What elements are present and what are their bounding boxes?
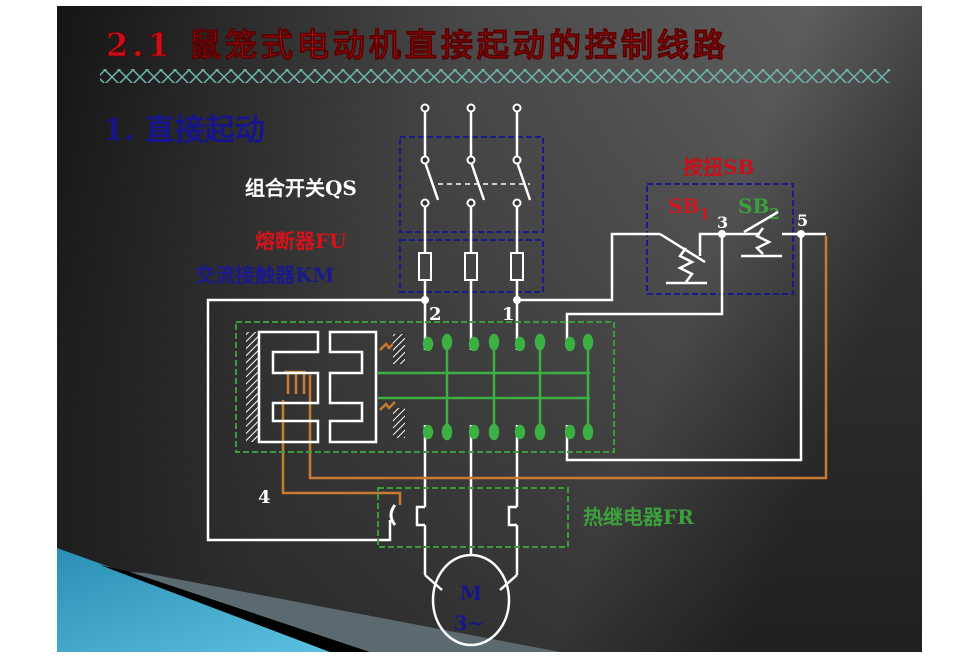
motor-label-phase: 3~ <box>454 611 485 635</box>
terminal-circles <box>420 103 522 208</box>
node-label-5: 5 <box>797 211 808 230</box>
node-label-1: 1 <box>502 304 515 325</box>
fr-relay-box <box>377 487 569 548</box>
node-label-2: 2 <box>429 304 442 325</box>
label-fr: 热继电器FR <box>583 505 694 529</box>
section-heading: 1. 直接起动 <box>103 113 265 148</box>
decorative-swoosh <box>57 548 560 652</box>
orange-wiring <box>281 236 828 505</box>
motor: M 3~ <box>431 553 511 647</box>
label-sb1: SB1 <box>668 194 710 223</box>
node-label-4: 4 <box>258 487 271 508</box>
km-contactor-box <box>235 321 615 453</box>
km-contacts <box>378 333 594 441</box>
label-sb: 按扭SB <box>683 155 754 179</box>
label-km: 交流接触器KM <box>195 263 335 287</box>
label-fu: 熔断器FU <box>255 229 347 253</box>
control-wiring <box>206 210 826 542</box>
decorative-chain-divider <box>100 69 890 83</box>
slide-title: 2.1 鼠笼式电动机直接起动的控制线路 <box>106 26 729 64</box>
sb-button-box <box>646 183 794 295</box>
fuses <box>418 252 524 281</box>
motor-label-m: M <box>460 581 482 605</box>
node-label-3: 3 <box>717 213 728 232</box>
km-electromagnet <box>246 330 405 444</box>
label-qs: 组合开关QS <box>245 176 357 200</box>
junction-dots <box>421 230 805 304</box>
